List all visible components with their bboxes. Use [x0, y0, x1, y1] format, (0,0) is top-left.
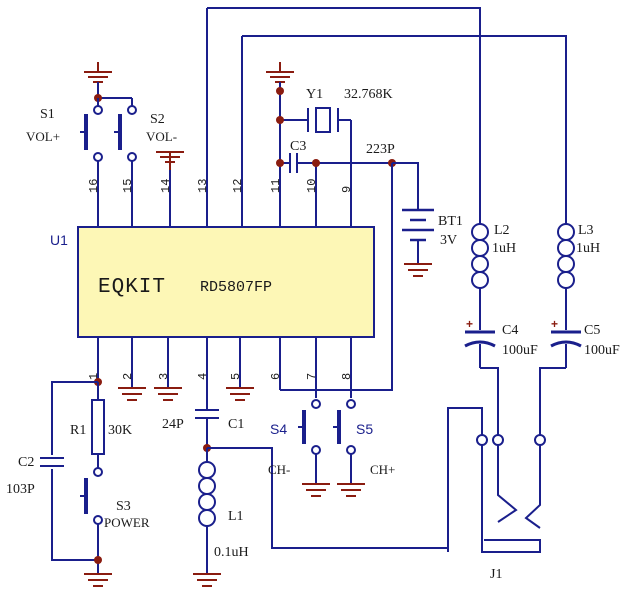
c3-ref-label: C3 [290, 139, 306, 154]
chip-body [77, 226, 375, 338]
c4-ref-label: C4 [502, 323, 518, 338]
bt1-value-label: 3V [440, 233, 457, 248]
chip-model-label: RD5807FP [200, 279, 272, 296]
s2-name-label: VOL- [146, 129, 177, 144]
y1-ref-label: Y1 [306, 87, 323, 102]
pin-5: 5 [229, 373, 243, 380]
capacitor-c2 [40, 457, 64, 467]
s5-name-label: CH+ [370, 462, 395, 477]
ground-symbol [266, 62, 294, 83]
l1-ref-label: L1 [228, 509, 244, 524]
l2-value-label: 1uH [492, 241, 516, 256]
s3-name-label: POWER [104, 515, 150, 530]
r1-value-label: 30K [108, 423, 132, 438]
y1-value-label: 32.768K [344, 87, 393, 102]
pin-2: 2 [121, 373, 135, 380]
switch-s2[interactable] [114, 98, 137, 170]
ground-symbol [156, 151, 184, 170]
pin-4: 4 [196, 373, 210, 380]
pin-13: 13 [196, 179, 210, 193]
inductor-l3 [557, 223, 575, 289]
pin-3: 3 [157, 373, 171, 380]
ground-symbol [84, 573, 112, 587]
resistor-r1 [91, 382, 105, 468]
j1-ref-label: J1 [490, 567, 502, 582]
c2-value-label: 103P [6, 482, 35, 497]
ground-symbol [226, 387, 254, 401]
ground-symbol [193, 573, 221, 587]
chip-bottom-pins [97, 337, 352, 410]
pin-6: 6 [269, 373, 283, 380]
chip-top-pins [97, 8, 352, 227]
capacitor-c4 [464, 330, 496, 368]
s3-ref-label: S3 [116, 499, 131, 514]
battery-bt1 [402, 208, 434, 264]
s4-ref-label: S4 [270, 421, 287, 437]
pin-11: 11 [269, 179, 283, 193]
chip-bottom-pin-numbers: 1 2 3 4 5 6 7 8 [87, 373, 354, 380]
s1-name-label: VOL+ [26, 129, 60, 144]
pin-7: 7 [305, 373, 319, 380]
c5-plus-sign: + [551, 317, 558, 331]
s2-ref-label: S2 [150, 112, 165, 127]
s1-ref-label: S1 [40, 107, 55, 122]
capacitor-c1 [195, 409, 219, 448]
chip-top-pin-numbers: 16 15 14 13 12 11 10 9 [87, 179, 354, 193]
pin-15: 15 [121, 179, 135, 193]
pin-12: 12 [231, 179, 245, 193]
crystal-y1 [307, 107, 351, 133]
ground-symbol [154, 387, 182, 401]
inductor-l1 [198, 448, 216, 574]
bt1-ref-label: BT1 [438, 214, 463, 229]
pin-1: 1 [87, 373, 101, 380]
ground-symbol [404, 263, 432, 277]
switch-s5[interactable] [333, 399, 356, 484]
c1-ref-label: C1 [228, 417, 244, 432]
c4-plus-sign: + [466, 317, 473, 331]
pin-8: 8 [340, 373, 354, 380]
r1-ref-label: R1 [70, 423, 86, 438]
l1-value-label: 0.1uH [214, 545, 249, 560]
ground-symbol [84, 62, 112, 83]
ground-symbol [302, 483, 330, 497]
ground-symbol [118, 387, 146, 401]
headphone-jack-j1 [476, 434, 546, 553]
c5-value-label: 100uF [584, 343, 620, 358]
pin-14: 14 [159, 179, 173, 193]
l2-ref-label: L2 [494, 223, 510, 238]
chip-brand-label: EQKIT [98, 276, 166, 299]
pin-16: 16 [87, 179, 101, 193]
chip-ref-label: U1 [50, 232, 68, 248]
pin-9: 9 [340, 186, 354, 193]
pin-10: 10 [305, 179, 319, 193]
c1-value-label: 24P [162, 417, 184, 432]
l3-ref-label: L3 [578, 223, 594, 238]
c4-value-label: 100uF [502, 343, 538, 358]
c3-value-label: 223P [366, 142, 395, 157]
c2-ref-label: C2 [18, 455, 34, 470]
inductor-l2 [471, 223, 489, 289]
switch-s3[interactable] [80, 467, 103, 574]
switch-s4[interactable] [298, 399, 321, 484]
s4-name-label: CH- [268, 462, 290, 477]
ground-symbol [337, 483, 365, 497]
c5-ref-label: C5 [584, 323, 600, 338]
capacitor-c5 [550, 330, 582, 368]
l3-value-label: 1uH [576, 241, 600, 256]
s5-ref-label: S5 [356, 421, 373, 437]
switch-s1[interactable] [80, 98, 103, 180]
